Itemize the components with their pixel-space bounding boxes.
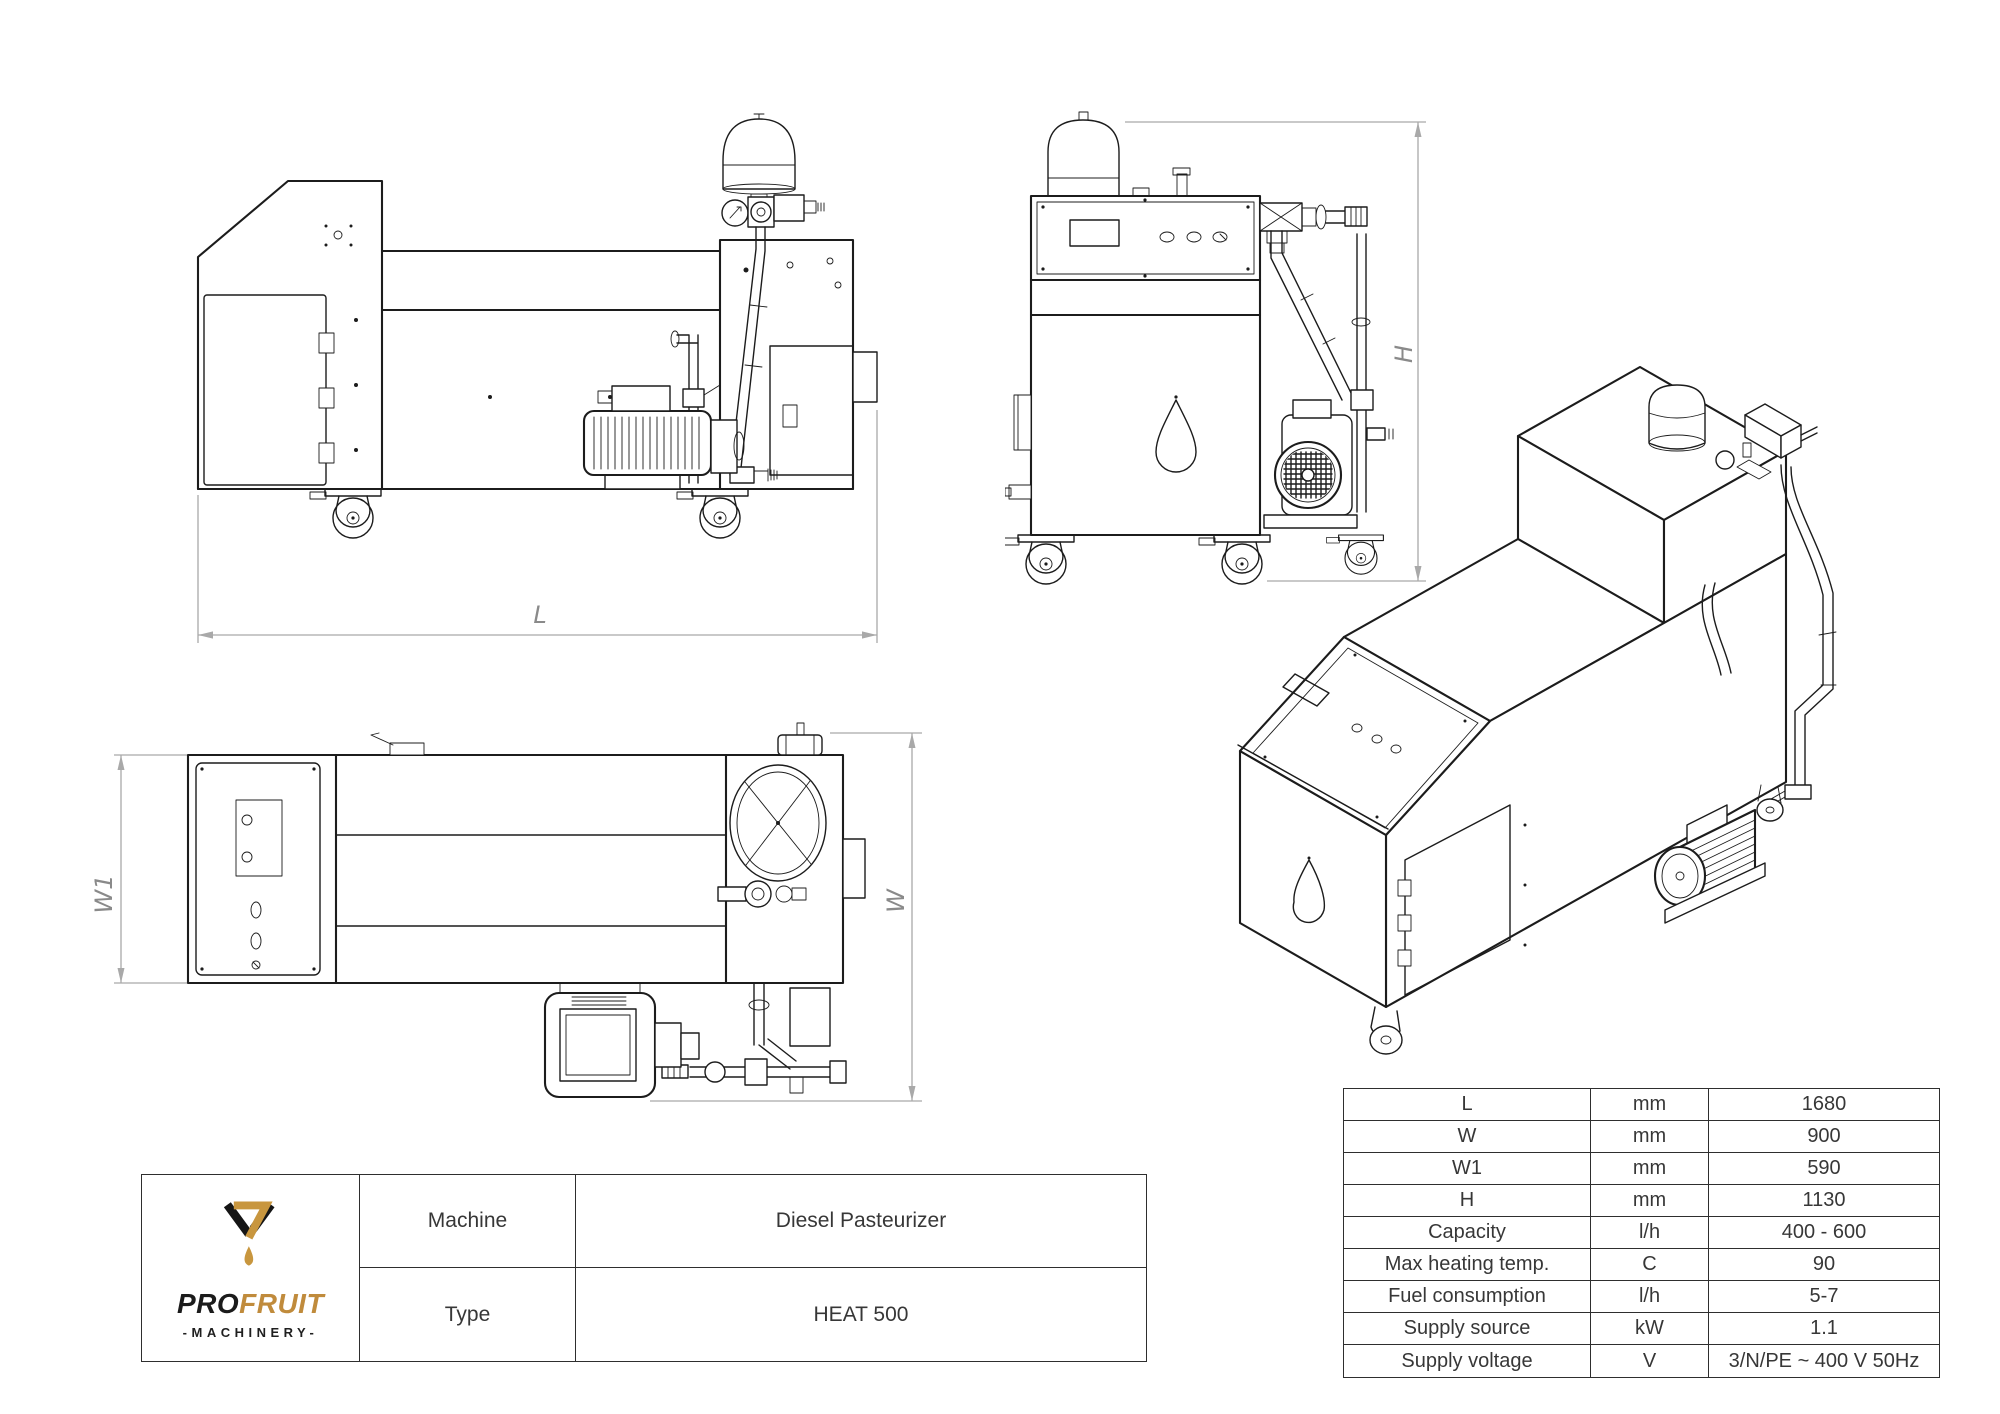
- length-dimension: [197, 410, 878, 643]
- top-view-svg: [114, 722, 922, 1102]
- caster-front-left: [1005, 534, 1075, 585]
- spec-label-cell: L: [1344, 1089, 1591, 1121]
- side-view-drawing: L: [190, 105, 890, 660]
- spec-table: L mm 1680 W mm 900 W1 mm 590 H mm 1130 C…: [1343, 1088, 1940, 1378]
- machine-body-side: [196, 179, 878, 491]
- isometric-machine: [1237, 365, 1837, 1055]
- iso-front-door: [1292, 856, 1326, 924]
- width1-dimension: [114, 754, 188, 984]
- spec-value-cell: 3/N/PE ~ 400 V 50Hz: [1728, 1349, 1920, 1372]
- teardrop-opening: [1155, 399, 1197, 473]
- burner-pump-front: [1263, 230, 1394, 529]
- title-block: PROFRUIT -MACHINERY- Machine Diesel Past…: [141, 1174, 1147, 1362]
- spec-value-cell: 90: [1709, 1249, 1939, 1281]
- iso-top-valves: [1715, 403, 1818, 480]
- motor-pump-top: [543, 982, 700, 1099]
- indicator-light: [1212, 231, 1228, 243]
- top-view-drawing: W1 W: [90, 705, 945, 1165]
- top-clamps: [370, 722, 823, 756]
- control-cabinet-front: [1029, 167, 1262, 282]
- front-view-drawing: H: [1005, 100, 1435, 600]
- spec-value-cell: 5-7: [1709, 1281, 1939, 1313]
- spec-label-cell: Supply source: [1344, 1313, 1591, 1345]
- iso-side-door: [1397, 804, 1527, 996]
- logo-mark-icon: [223, 1201, 275, 1266]
- spec-unit-cell: C: [1591, 1249, 1709, 1281]
- machine-body-top: [186, 753, 866, 985]
- spec-label-cell: W1: [1344, 1153, 1591, 1185]
- iso-expansion-vessel: [1648, 384, 1706, 452]
- fill-valve-assembly: [1259, 202, 1368, 254]
- spec-value-cell: 1.1: [1709, 1313, 1939, 1345]
- spec-unit-cell: mm: [1591, 1153, 1709, 1185]
- type-value-cell: HEAT 500: [813, 1302, 909, 1326]
- expansion-vessel-front: [1047, 111, 1120, 197]
- width-dimension: [650, 732, 922, 1102]
- bottom-piping-top: [661, 982, 847, 1094]
- iso-caster-rear: [1756, 784, 1784, 822]
- spec-value-cell: 900: [1709, 1121, 1939, 1153]
- indicator-light: [1186, 231, 1202, 243]
- front-view-svg: [1005, 111, 1426, 585]
- spec-unit-cell: V: [1591, 1345, 1709, 1377]
- door-hinges: [318, 332, 335, 464]
- indicator-light: [1159, 231, 1175, 243]
- height-dimension: [1125, 121, 1426, 582]
- machine-body-front: [1005, 278, 1262, 537]
- spec-unit-cell: mm: [1591, 1121, 1709, 1153]
- manhole-lid: [729, 764, 827, 882]
- logo-cell: PROFRUIT -MACHINERY-: [142, 1175, 360, 1361]
- spec-unit-cell: mm: [1591, 1089, 1709, 1121]
- brand-fruit: FRUIT: [239, 1288, 325, 1319]
- expansion-vessel-assembly: [721, 113, 825, 484]
- spec-unit-cell: kW: [1591, 1313, 1709, 1345]
- caster-right: [676, 488, 749, 539]
- brand-pro: PRO: [176, 1288, 240, 1319]
- machine-value-cell: Diesel Pasteurizer: [576, 1175, 1146, 1268]
- dimension-label-length: L: [533, 601, 547, 629]
- spec-value-cell: 1680: [1709, 1089, 1939, 1121]
- display-panel: [1069, 219, 1120, 247]
- side-view-svg: [196, 113, 878, 643]
- spec-label-cell: H: [1344, 1185, 1591, 1217]
- spec-value-cell: 590: [1709, 1153, 1939, 1185]
- brand-tagline: -MACHINERY-: [182, 1325, 319, 1340]
- iso-control-panel: [1252, 647, 1479, 829]
- spec-value-cell: 400 - 600: [1709, 1217, 1939, 1249]
- spec-unit-cell: l/h: [1591, 1217, 1709, 1249]
- spec-unit-cell: l/h: [1591, 1281, 1709, 1313]
- caster-left: [309, 488, 382, 539]
- spec-unit-cell: mm: [1591, 1185, 1709, 1217]
- machine-label-cell: Machine: [360, 1175, 576, 1268]
- isometric-view-svg: [1237, 365, 1837, 1055]
- dimension-label-width1: W1: [90, 874, 118, 914]
- dimension-label-width: W: [882, 889, 910, 913]
- iso-caster-front: [1369, 1006, 1403, 1055]
- spec-label-cell: Max heating temp.: [1344, 1249, 1591, 1281]
- iso-motor: [1653, 804, 1766, 924]
- spec-label-cell: Capacity: [1344, 1217, 1591, 1249]
- top-valve: [717, 880, 807, 908]
- spec-label-cell: W: [1344, 1121, 1591, 1153]
- type-label-cell: Type: [360, 1268, 576, 1361]
- spec-value-cell: 1130: [1709, 1185, 1939, 1217]
- isometric-view-drawing: [1225, 355, 1925, 1065]
- spec-label-cell: Supply voltage: [1344, 1345, 1591, 1377]
- spec-label-cell: Fuel consumption: [1344, 1281, 1591, 1313]
- brand-wordmark: PROFRUIT: [177, 1290, 324, 1318]
- motor-pump-side: [582, 385, 745, 490]
- iso-piping: [1701, 464, 1837, 805]
